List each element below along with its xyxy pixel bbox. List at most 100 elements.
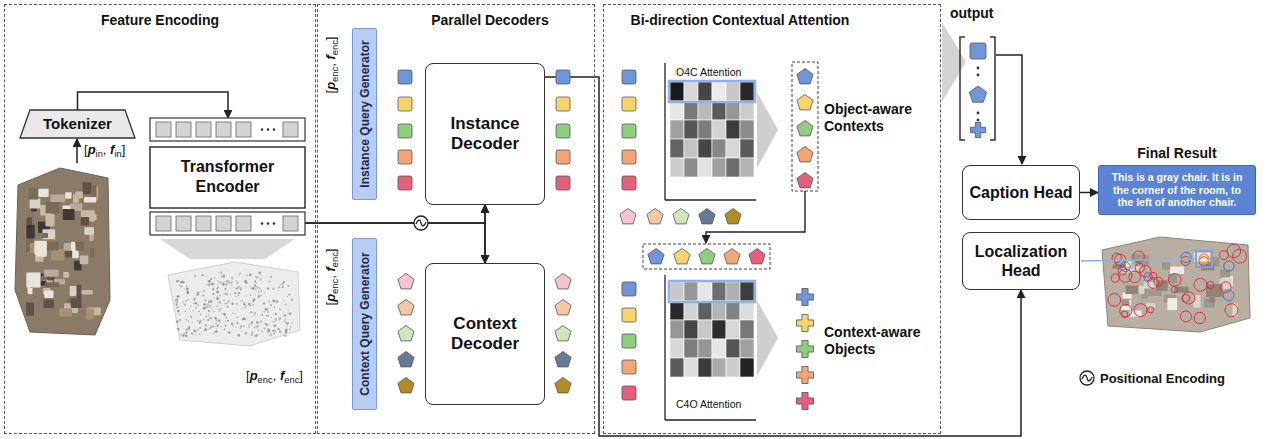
connector (305, 205, 485, 223)
context-aware-object (797, 367, 814, 384)
object-aware-context (797, 147, 813, 162)
scene-photo (41, 277, 46, 281)
cloud-point (273, 300, 275, 302)
scene-photo (77, 285, 82, 300)
cloud-point (195, 302, 198, 305)
cloud-point (216, 297, 219, 300)
object-marker (1225, 304, 1238, 317)
cloud-point (267, 332, 269, 334)
object-feature (622, 308, 636, 322)
cloud-point (258, 295, 260, 297)
token (216, 122, 231, 137)
panel-heading: Bi-direction Contextual Attention (631, 12, 850, 28)
cloud-point (207, 319, 209, 321)
vertical-label: enc (330, 279, 340, 294)
cloud-point (236, 322, 238, 324)
cloud-point (243, 317, 246, 320)
object-aware-context (797, 121, 813, 136)
scene-photo (84, 197, 96, 203)
cloud-point (218, 272, 219, 273)
cloud-point (240, 289, 241, 290)
object-marker (1129, 271, 1141, 283)
cloud-point (252, 304, 254, 306)
cloud-point (192, 334, 194, 336)
cloud-point (219, 281, 222, 284)
object-feature (556, 124, 570, 138)
cloud-point (213, 332, 215, 334)
cloud-point (242, 318, 244, 320)
cloud-point (284, 320, 286, 322)
scene-photo (71, 298, 82, 308)
object-marker (1219, 251, 1228, 260)
cloud-point (204, 299, 206, 301)
cloud-point (224, 303, 226, 305)
matrix-cell (670, 339, 684, 358)
context-feature (555, 300, 571, 315)
matrix-cell (670, 320, 684, 339)
output-object (970, 43, 986, 59)
legend-symbol (1078, 369, 1096, 387)
flow-arrow (757, 92, 778, 168)
cloud-point (222, 283, 225, 286)
matrix-cell (698, 282, 712, 301)
cloud-point (285, 318, 287, 320)
context-feature (620, 209, 636, 224)
object-query (398, 124, 412, 138)
matrix-cell (726, 82, 740, 101)
ellipsis-dot (261, 222, 264, 225)
cloud-point (180, 334, 182, 336)
localization-scene (1170, 267, 1184, 274)
cloud-point (225, 283, 227, 285)
cloud-point (208, 310, 210, 312)
matrix-cell (712, 358, 726, 377)
cloud-point (267, 308, 268, 309)
cloud-point (213, 311, 214, 312)
output-context (969, 86, 986, 102)
token (216, 216, 231, 231)
cloud-point (204, 331, 205, 332)
text-label: Context-aware Objects (824, 324, 936, 358)
context-feature (699, 209, 715, 224)
context-feature (725, 209, 741, 224)
cloud-point (198, 328, 199, 329)
scene-photo (80, 255, 89, 264)
matrix-axis (665, 419, 756, 420)
cloud-point (278, 328, 280, 330)
cloud-point (284, 315, 286, 317)
cloud-point (269, 333, 272, 336)
cloud-point (267, 315, 269, 317)
matrix-cell (740, 139, 754, 158)
cloud-point (260, 278, 262, 280)
cloud-point (192, 322, 193, 323)
ellipsis-dot (273, 128, 276, 131)
cloud-point (248, 324, 250, 326)
cloud-point (211, 308, 212, 309)
object-feature (622, 360, 636, 374)
input-arrow (76, 139, 78, 163)
cloud-point (189, 308, 190, 309)
context-query (398, 352, 414, 367)
cloud-point (257, 325, 259, 327)
text-label: in (114, 149, 121, 159)
cloud-point (216, 291, 219, 294)
matrix-cell (740, 101, 754, 120)
token (283, 122, 298, 137)
token (236, 216, 251, 231)
cloud-point (256, 286, 259, 289)
matrix-cell (740, 358, 754, 377)
cloud-point (204, 324, 207, 327)
cloud-point (226, 306, 228, 308)
process-box: Context Decoder (425, 263, 545, 405)
cloud-point (288, 310, 289, 311)
connector (545, 77, 1021, 436)
object-feature (622, 176, 636, 190)
generator-label: Context Query Generator (358, 252, 372, 395)
cloud-point (261, 331, 263, 333)
matrix-cell (698, 120, 712, 139)
token-strip (150, 212, 305, 235)
cloud-point (197, 304, 199, 306)
text-label: C4O Attention (676, 398, 741, 411)
cloud-point (255, 334, 258, 337)
cloud-point (178, 314, 180, 316)
cloud-point (217, 285, 219, 287)
